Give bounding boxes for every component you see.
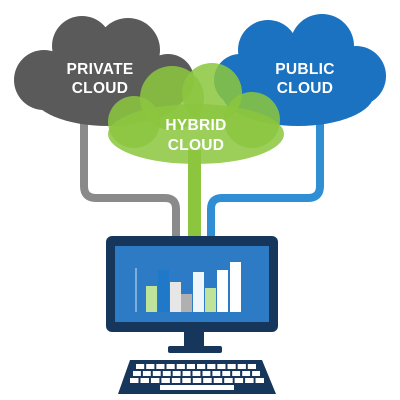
keyboard-key — [182, 378, 191, 383]
screen-bar-3 — [170, 282, 181, 312]
keyboard-key — [152, 371, 161, 376]
screen-bar-4 — [181, 294, 192, 312]
monitor-stand-base — [168, 346, 222, 353]
keyboard-key — [252, 371, 260, 376]
hybrid-cloud: HYBRID CLOUD — [108, 63, 284, 164]
keyboard-keys — [130, 364, 264, 390]
keyboard-key — [202, 371, 211, 376]
keyboard-key — [150, 378, 160, 383]
keyboard-key — [142, 371, 151, 376]
keyboard-key — [212, 371, 221, 376]
keyboard-key — [146, 364, 155, 369]
computer-monitor — [106, 236, 278, 353]
connector-lines — [80, 114, 324, 240]
keyboard-key — [161, 378, 170, 383]
public-cloud-label-line1: PUBLIC — [275, 61, 335, 78]
private-cloud-label-line1: PRIVATE — [67, 61, 134, 78]
public-cloud-label-line2: CLOUD — [277, 80, 334, 97]
screen-bar-7 — [217, 270, 228, 312]
keyboard-key — [176, 364, 185, 369]
private-cloud-connector — [80, 114, 180, 240]
screen-bar-1 — [146, 286, 157, 312]
private-cloud-label-line2: CLOUD — [72, 80, 129, 97]
keyboard — [118, 360, 276, 394]
keyboard-key — [171, 378, 181, 383]
screen-bar-chart — [135, 262, 241, 312]
keyboard-spacebar — [160, 385, 234, 390]
keyboard-key — [247, 364, 256, 369]
screen-bar-5 — [193, 272, 204, 312]
keyboard-key — [234, 378, 244, 383]
screen-bar-8 — [230, 262, 241, 312]
keyboard-key — [207, 364, 216, 369]
keyboard-key — [172, 371, 181, 376]
screen-chart-bars — [146, 262, 241, 312]
keyboard-key — [213, 378, 223, 383]
keyboard-key — [133, 371, 141, 376]
keyboard-key — [203, 378, 212, 383]
monitor-neck — [184, 332, 204, 348]
keyboard-key — [162, 371, 171, 376]
keyboard-key — [166, 364, 175, 369]
keyboard-key — [224, 378, 233, 383]
keyboard-key — [255, 378, 264, 383]
keyboard-key — [192, 371, 201, 376]
hybrid-cloud-connector — [188, 150, 201, 238]
keyboard-key — [192, 378, 202, 383]
screen-bar-2 — [158, 270, 169, 312]
screen-bar-6 — [205, 288, 216, 312]
keyboard-key — [156, 364, 165, 369]
keyboard-key — [232, 371, 241, 376]
keyboard-key — [197, 364, 206, 369]
hybrid-cloud-label-line1: HYBRID — [165, 117, 226, 134]
keyboard-key — [245, 378, 254, 383]
keyboard-key — [242, 371, 251, 376]
keyboard-key — [217, 364, 226, 369]
keyboard-key — [140, 378, 149, 383]
hybrid-cloud-label-line2: CLOUD — [168, 137, 225, 154]
keyboard-key — [227, 364, 236, 369]
keyboard-key — [182, 371, 191, 376]
keyboard-key — [186, 364, 195, 369]
public-cloud-connector — [207, 114, 324, 240]
keyboard-key — [136, 364, 145, 369]
keyboard-key — [130, 378, 139, 383]
keyboard-key — [237, 364, 246, 369]
keyboard-key — [222, 371, 231, 376]
